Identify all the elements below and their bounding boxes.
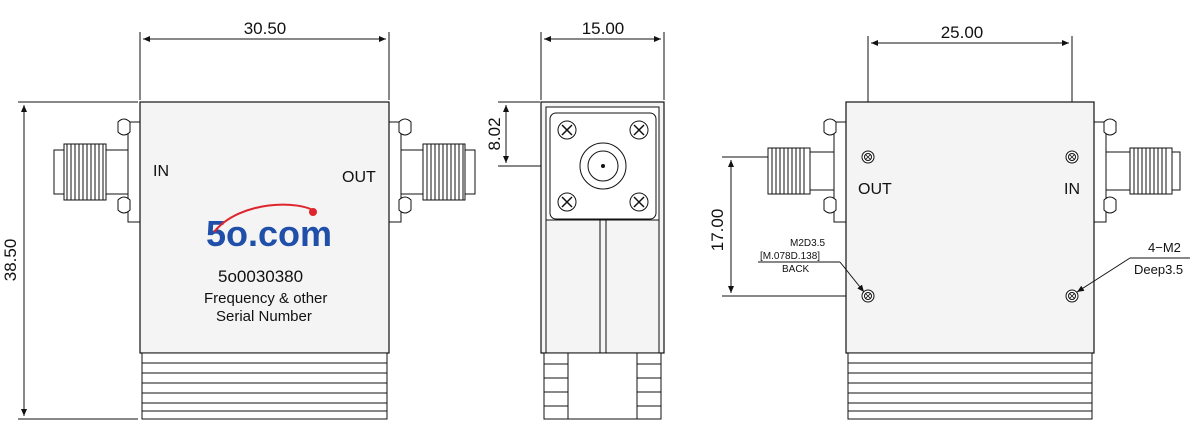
part-number: 5o0030380 — [218, 267, 303, 286]
hole-note-1: M2D3.5 — [790, 238, 825, 249]
back-right-connector — [1093, 118, 1181, 223]
back-left-connector — [767, 118, 847, 223]
front-view: 30.50 38.50 — [1, 19, 476, 420]
left-sma-connector — [53, 118, 141, 223]
side-width-dim: 15.00 — [582, 19, 625, 38]
back-body — [845, 101, 1095, 354]
front-width-dim: 30.50 — [244, 19, 287, 38]
side-view: 15.00 8.02 — [485, 19, 665, 420]
back-view: 25.00 17.00 — [708, 23, 1190, 420]
front-body — [139, 101, 390, 354]
front-out-label: OUT — [342, 169, 376, 186]
info-line-2: Serial Number — [216, 308, 312, 325]
right-sma-connector — [388, 118, 476, 223]
logo-text: 5o.com — [206, 213, 332, 254]
back-in-label: IN — [1064, 181, 1080, 198]
hole-note-3: BACK — [782, 264, 810, 275]
front-heatsink — [141, 352, 388, 420]
hole-note-2: [M.078D.138] — [760, 251, 820, 262]
thread-note-2: Deep3.5 — [1134, 262, 1183, 277]
front-in-label: IN — [153, 163, 169, 180]
mount-hole-bottom-right — [1065, 289, 1079, 303]
back-spacing-dim: 25.00 — [941, 23, 984, 42]
side-offset-dim: 8.02 — [485, 117, 504, 150]
info-line-1: Frequency & other — [204, 290, 327, 307]
front-height-dim: 38.50 — [1, 239, 20, 282]
back-out-label: OUT — [858, 181, 892, 198]
back-vertical-dim: 17.00 — [708, 209, 727, 252]
mount-hole-top-right — [1065, 150, 1079, 164]
mount-hole-top-left — [861, 150, 875, 164]
brand-logo: 5o.com — [206, 203, 332, 254]
thread-note-1: 4−M2 — [1148, 240, 1181, 255]
